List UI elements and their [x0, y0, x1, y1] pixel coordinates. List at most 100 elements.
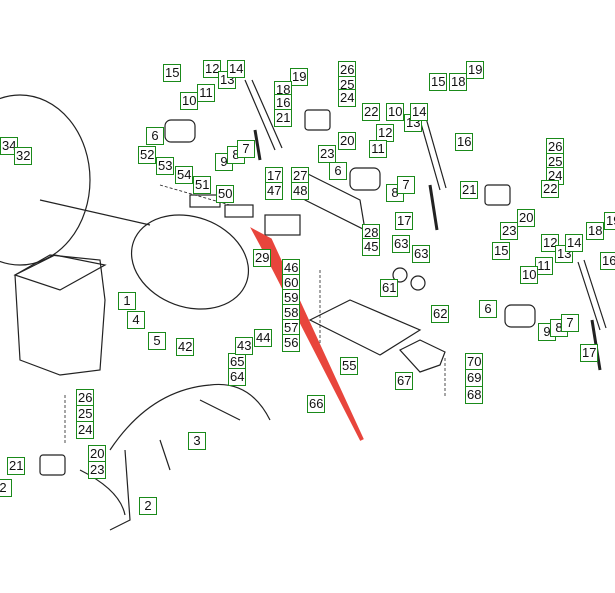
- part-callout: 52: [138, 146, 157, 164]
- part-callout: 7: [561, 314, 579, 332]
- part-callout: 58: [282, 304, 301, 322]
- part-callout: 50: [216, 185, 235, 203]
- part-callout: 62: [431, 305, 450, 323]
- wiper-blade-2: [428, 184, 439, 231]
- part-callout: 46: [282, 259, 301, 277]
- part-callout: 10: [386, 103, 405, 121]
- lamp-1: [304, 109, 331, 131]
- wiring-harness: [79, 383, 271, 531]
- part-callout: 19: [466, 61, 485, 79]
- cab-roof: [13, 254, 107, 291]
- part-callout: 29: [253, 249, 272, 267]
- motor-1: [164, 119, 196, 143]
- part-callout: 24: [76, 421, 95, 439]
- wiper-arm-1: [244, 79, 283, 151]
- part-callout: 26: [546, 138, 565, 156]
- lamp-2: [484, 184, 511, 206]
- part-callout: 23: [88, 461, 107, 479]
- lamp-3: [39, 454, 66, 476]
- switch-47: [264, 214, 301, 236]
- part-callout: 18: [449, 73, 468, 91]
- part-callout: 15: [429, 73, 448, 91]
- part-callout: 17: [395, 212, 414, 230]
- part-callout: 63: [412, 245, 431, 263]
- part-callout: 51: [193, 176, 212, 194]
- part-callout: 55: [340, 357, 359, 375]
- part-callout: 64: [228, 368, 247, 386]
- part-callout: 15: [163, 64, 182, 82]
- part-callout: 20: [338, 132, 357, 150]
- wiper-arm-2: [419, 117, 447, 191]
- part-callout: 66: [307, 395, 326, 413]
- part-callout: 14: [410, 103, 429, 121]
- wiper-blade-1: [253, 129, 262, 161]
- part-callout: 2: [139, 497, 157, 515]
- part-callout: 68: [465, 386, 484, 404]
- knob-63a: [392, 267, 408, 283]
- motor-3: [504, 304, 536, 328]
- part-callout: 14: [565, 234, 584, 252]
- part-callout: 6: [146, 127, 164, 145]
- detail-ellipse-center: [130, 214, 250, 310]
- part-callout: 45: [362, 238, 381, 256]
- motor-2: [349, 167, 381, 191]
- part-callout: 23: [318, 145, 337, 163]
- part-callout: 67: [395, 372, 414, 390]
- part-callout: 22: [541, 180, 560, 198]
- part-callout: 2: [0, 479, 12, 497]
- part-callout: 11: [535, 257, 553, 275]
- part-callout: 14: [227, 60, 246, 78]
- part-callout: 21: [460, 181, 479, 199]
- part-callout: 3: [188, 432, 206, 450]
- part-callout: 21: [7, 457, 26, 475]
- panel-67: [399, 339, 446, 373]
- part-callout: 56: [282, 334, 301, 352]
- part-callout: 11: [197, 84, 215, 102]
- part-callout: 25: [76, 405, 95, 423]
- part-callout: 12: [203, 60, 222, 78]
- detail-ellipse-left: [0, 94, 91, 266]
- switch-50: [224, 204, 254, 218]
- part-callout: 27: [291, 167, 310, 185]
- wiper-arm-3: [577, 259, 607, 331]
- part-callout: 19: [604, 212, 615, 230]
- part-callout: 42: [176, 338, 195, 356]
- panel-55: [308, 299, 422, 356]
- part-callout: 12: [541, 234, 560, 252]
- part-callout: 43: [235, 337, 254, 355]
- part-callout: 22: [362, 103, 381, 121]
- part-callout: 69: [465, 369, 484, 387]
- part-callout: 54: [175, 166, 194, 184]
- knob-63b: [410, 275, 426, 291]
- part-callout: 6: [479, 300, 497, 318]
- part-callout: 34: [0, 137, 19, 155]
- part-callout: 16: [600, 252, 615, 270]
- part-callout: 60: [282, 274, 301, 292]
- part-callout: 48: [291, 182, 310, 200]
- part-callout: 7: [397, 176, 415, 194]
- part-callout: 32: [14, 147, 33, 165]
- part-callout: 47: [265, 182, 284, 200]
- part-callout: 15: [492, 242, 511, 260]
- part-callout: 10: [180, 92, 199, 110]
- part-callout: 1: [118, 292, 136, 310]
- part-callout: 20: [517, 209, 536, 227]
- part-callout: 61: [380, 279, 399, 297]
- part-callout: 23: [500, 222, 519, 240]
- part-callout: 5: [148, 332, 166, 350]
- part-callout: 44: [254, 329, 273, 347]
- part-callout: 10: [520, 266, 539, 284]
- part-callout: 16: [455, 133, 474, 151]
- part-callout: 63: [392, 235, 411, 253]
- part-callout: 18: [586, 222, 605, 240]
- part-callout: 12: [376, 124, 395, 142]
- part-callout: 19: [290, 68, 309, 86]
- part-callout: 7: [237, 140, 255, 158]
- part-callout: 70: [465, 353, 484, 371]
- part-callout: 53: [156, 157, 175, 175]
- part-callout: 6: [329, 162, 347, 180]
- part-callout: 17: [580, 344, 599, 362]
- part-callout: 4: [127, 311, 145, 329]
- part-callout: 25: [546, 153, 565, 171]
